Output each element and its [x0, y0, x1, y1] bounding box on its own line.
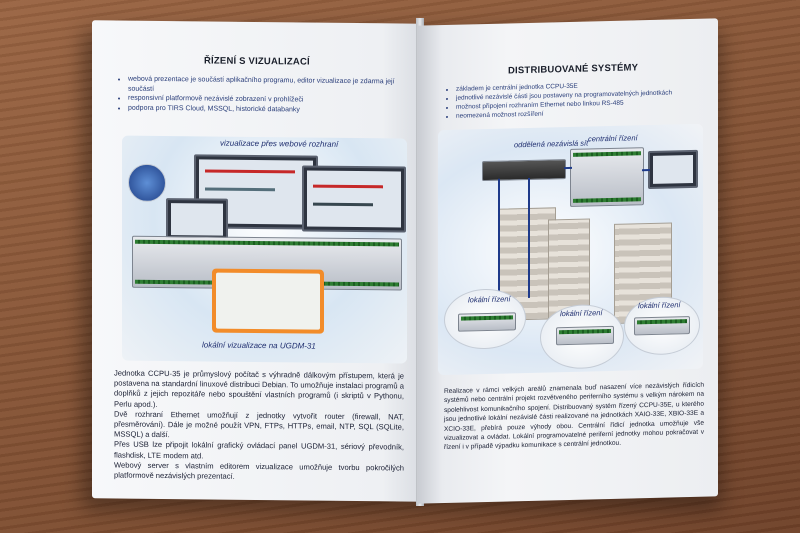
label-local-control: lokální řízení: [638, 300, 681, 311]
cable: [498, 178, 500, 309]
globe-network-icon: [128, 163, 166, 203]
right-page-body: Realizace v rámci velkých areálů znamena…: [444, 381, 704, 453]
cable: [642, 168, 650, 172]
laptop-icon: [648, 149, 698, 190]
distributed-system-illustration: oddělená nezávislá síť centrální řízení …: [438, 123, 703, 376]
laptop-icon: [166, 198, 228, 241]
left-bullet: podpora pro TIRS Cloud, MSSQL, historick…: [128, 103, 418, 116]
paragraph: Jednotka CCPU-35 je průmyslový počítač s…: [114, 368, 404, 409]
cable: [564, 166, 572, 170]
paragraph: Webový server s vlastním editorem vizual…: [114, 460, 404, 481]
label-local-control: lokální řízení: [468, 294, 511, 305]
label-central: centrální řízení: [588, 133, 638, 144]
brochure-left-page: ŘÍZENÍ S VIZUALIZACÍ webová prezentace j…: [92, 20, 422, 502]
caption-web-visualization: vizualizace přes webové rozhraní: [220, 138, 339, 149]
paragraph: Přes USB lze připojit lokální grafický o…: [114, 439, 404, 461]
controller-unit-icon: [634, 316, 690, 336]
controller-unit-icon: [458, 312, 516, 332]
controller-unit-icon: [556, 325, 614, 346]
monitor-icon: [302, 165, 406, 233]
ethernet-switch-icon: [482, 159, 566, 182]
paragraph: Dvě rozhraní Ethernet umožňují z jednotk…: [114, 409, 404, 440]
cable: [528, 177, 530, 298]
local-panel-ugdm31: [212, 268, 324, 334]
left-page-bullets: webová prezentace je součástí aplikačníh…: [116, 75, 418, 116]
left-page-body: Jednotka CCPU-35 je průmyslový počítač s…: [114, 369, 404, 484]
label-local-control: lokální řízení: [560, 308, 603, 319]
right-page-bullets: základem je centrální jednotka CCPU-35E …: [444, 78, 718, 121]
caption-local-visualization: lokální vizualizace na UGDM-31: [202, 340, 316, 351]
visualization-illustration: vizualizace přes webové rozhraní lokální…: [122, 135, 407, 364]
left-page-heading: ŘÍZENÍ S VIZUALIZACÍ: [204, 55, 310, 68]
controller-unit-icon: [570, 147, 644, 207]
label-network: oddělená nezávislá síť: [514, 138, 589, 150]
paragraph: Realizace v rámci velkých areálů znamena…: [444, 381, 704, 452]
brochure-right-page: DISTRIBUOVANÉ SYSTÉMY základem je centrá…: [418, 18, 718, 504]
right-page-heading: DISTRIBUOVANÉ SYSTÉMY: [508, 62, 639, 77]
